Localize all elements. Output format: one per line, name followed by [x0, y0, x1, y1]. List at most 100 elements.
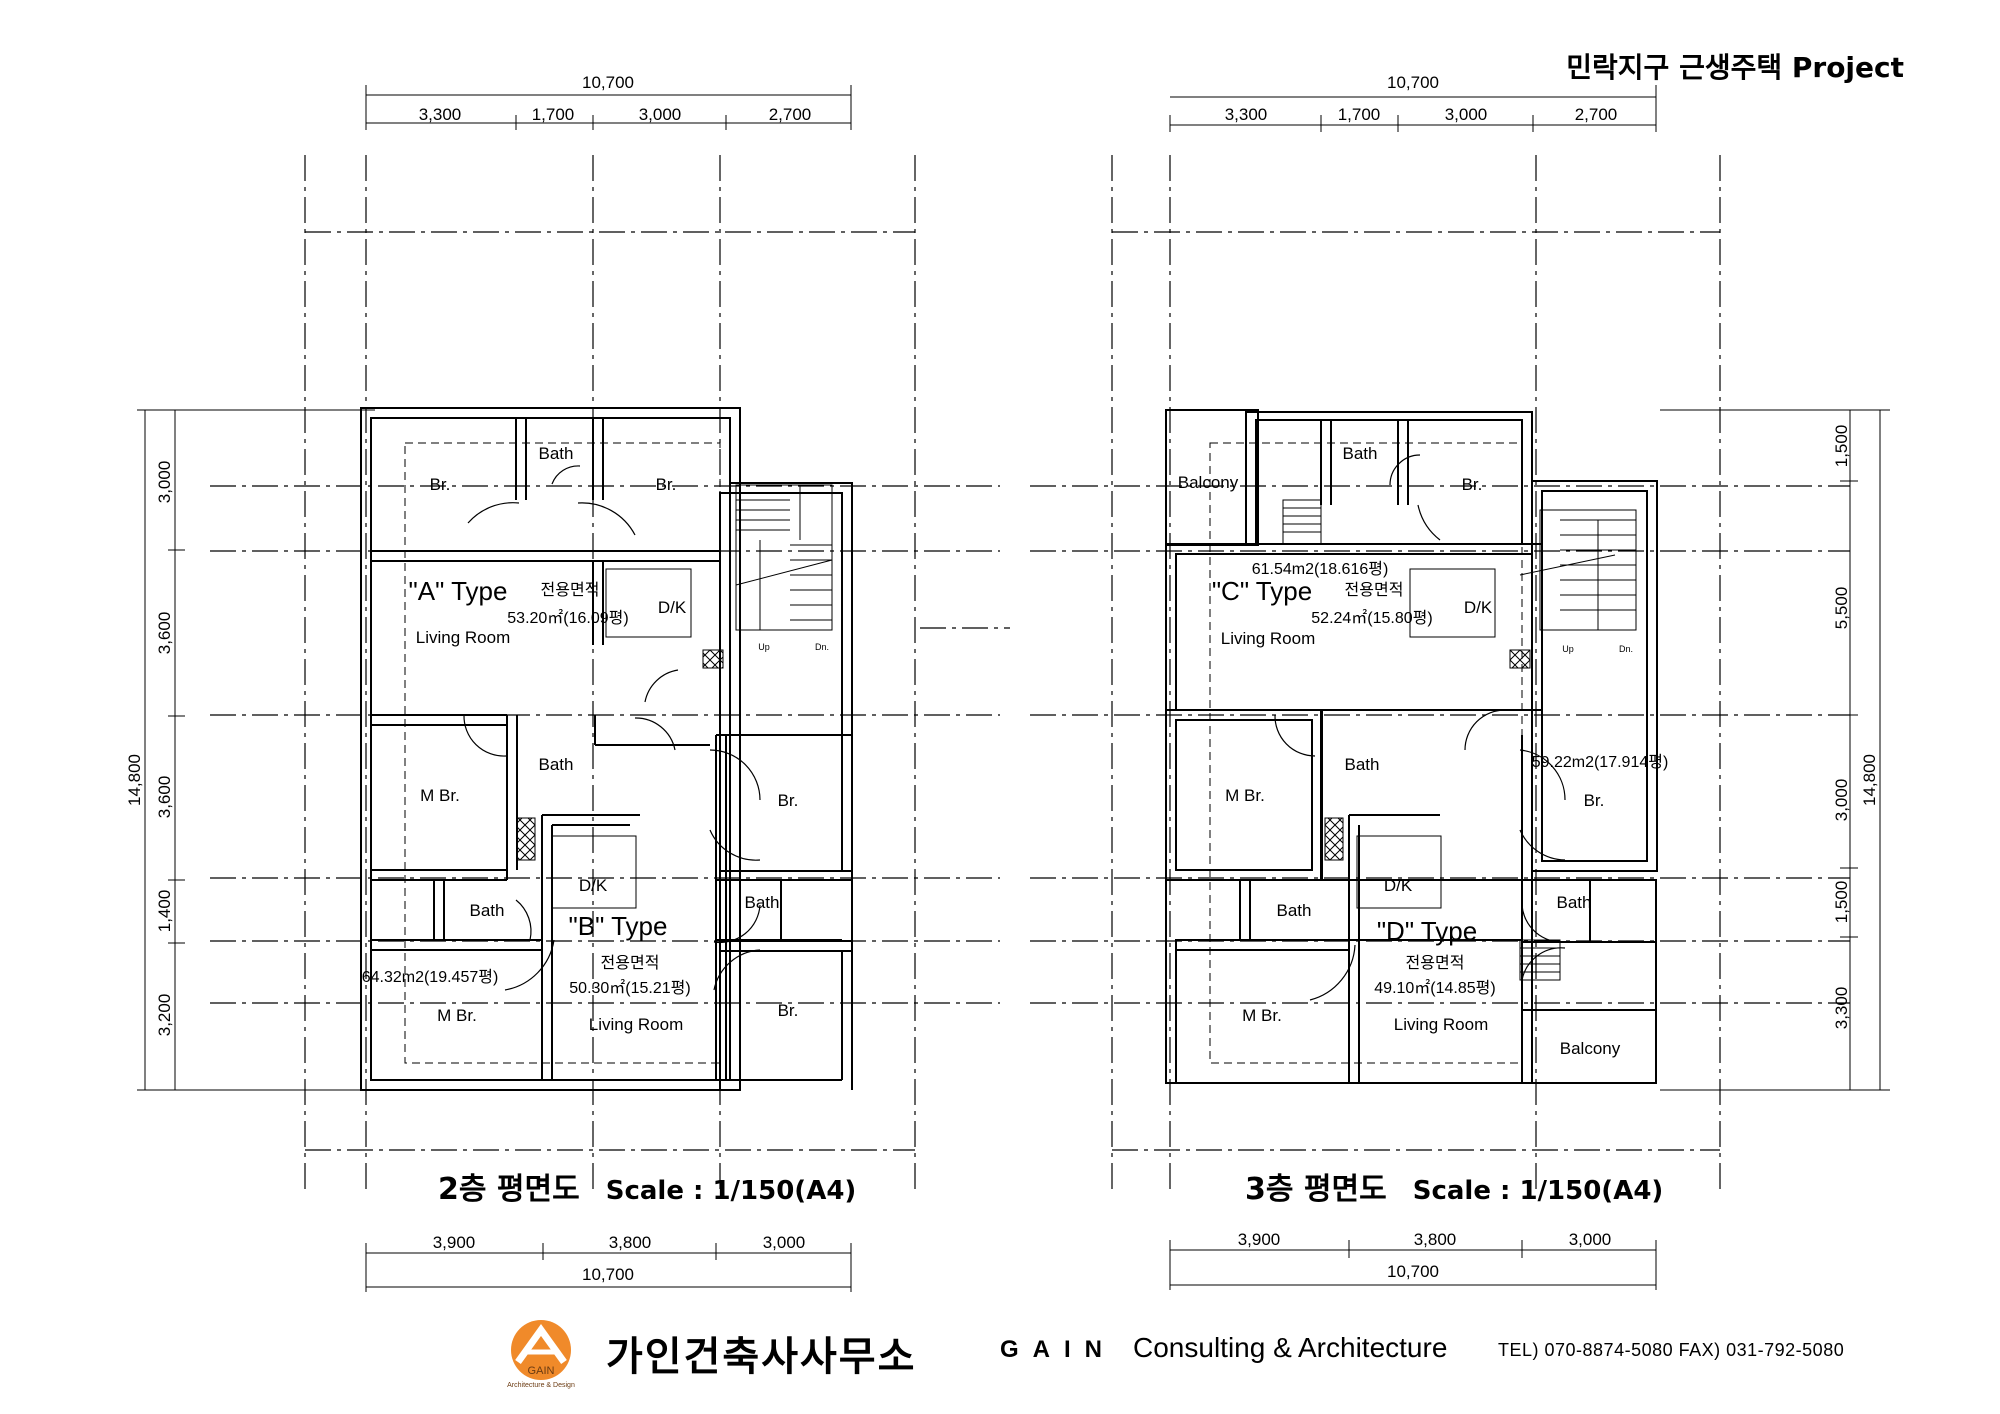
dashed-outline-3f	[1209, 442, 1523, 1064]
room-br-2-2f: Br.	[656, 475, 677, 494]
room-bath-4-3f: Bath	[1277, 901, 1312, 920]
dim-bottom-2f	[365, 1243, 852, 1292]
dim-bottom-1-2f: 3,900	[433, 1233, 476, 1252]
room-bath-4-2f: Bath	[470, 901, 505, 920]
dim-right-2-3f: 5,500	[1832, 587, 1851, 630]
dim-top-2f	[365, 85, 852, 130]
door-swings-2f	[463, 465, 761, 991]
area-label-a: 전용면적	[541, 581, 600, 599]
area-label-d: 전용면적	[1406, 954, 1465, 972]
dim-top-4-3f: 2,700	[1575, 105, 1618, 124]
dim-top-1-3f: 3,300	[1225, 105, 1268, 124]
dim-top-3-2f: 3,000	[639, 105, 682, 124]
room-mbr-2-2f: M Br.	[437, 1006, 477, 1025]
project-title: 민락지구 근생주택 Project	[1566, 51, 1904, 84]
dim-left-3-2f: 3,600	[155, 776, 174, 819]
area-value-d: 49.10㎡(14.85평)	[1374, 979, 1495, 997]
room-mbr-1-3f: M Br.	[1225, 786, 1265, 805]
side-area-2f: 64.32m2(19.457평)	[362, 968, 499, 986]
room-bath-2-2f: Bath	[539, 755, 574, 774]
area-value-c: 52.24㎡(15.80평)	[1311, 609, 1432, 627]
room-dk-2-3f: D/K	[1384, 876, 1413, 895]
room-br-4-2f: Br.	[778, 1001, 799, 1020]
type-label-b: "B" Type	[569, 911, 668, 941]
dim-top-2-2f: 1,700	[532, 105, 575, 124]
living-room-c: Living Room	[1221, 629, 1316, 648]
dim-bottom-1-3f: 3,900	[1238, 1230, 1281, 1249]
room-br-1-2f: Br.	[430, 475, 451, 494]
stair-up-2f: Up	[758, 642, 770, 652]
firm-name: 가인건축사사무소	[606, 1334, 917, 1380]
living-room-b: Living Room	[589, 1015, 684, 1034]
room-br-3-2f: Br.	[778, 791, 799, 810]
stair-dn-2f: Dn.	[815, 642, 829, 652]
dim-right-total-3f: 14,800	[1860, 754, 1879, 806]
area-label-c: 전용면적	[1345, 581, 1404, 599]
type-label-c: "C" Type	[1212, 576, 1312, 606]
floor-title-2f: 2층 평면도	[438, 1172, 580, 1207]
room-bath-3-2f: Bath	[745, 893, 780, 912]
contact-info: TEL) 070-8874-5080 FAX) 031-792-5080	[1498, 1340, 1845, 1360]
room-mbr-1-2f: M Br.	[420, 786, 460, 805]
tagline: Consulting & Architecture	[1133, 1332, 1448, 1363]
dim-right-3-3f: 3,000	[1832, 779, 1851, 822]
room-bath-2-3f: Bath	[1345, 755, 1380, 774]
scale-2f: Scale : 1/150(A4)	[605, 1176, 857, 1206]
logo-text: GAIN	[528, 1365, 555, 1377]
dim-left-5-2f: 3,200	[155, 994, 174, 1037]
room-dk-2-2f: D/K	[579, 876, 608, 895]
scale-3f: Scale : 1/150(A4)	[1412, 1176, 1664, 1206]
living-room-a: Living Room	[416, 628, 511, 647]
room-bath-3-3f: Bath	[1557, 893, 1592, 912]
room-bath-1-2f: Bath	[539, 444, 574, 463]
walls-2f	[360, 407, 853, 1091]
dim-left-2-2f: 3,600	[155, 612, 174, 655]
dim-bottom-total-2f: 10,700	[582, 1265, 634, 1284]
dim-bottom-total-3f: 10,700	[1387, 1262, 1439, 1281]
dim-left-1-2f: 3,000	[155, 461, 174, 504]
plan-3rd-floor	[1030, 85, 1890, 1290]
dim-bottom-3f	[1169, 1240, 1657, 1290]
stair-dn-3f: Dn.	[1619, 644, 1633, 654]
room-balcony-1-3f: Balcony	[1178, 473, 1239, 492]
plan-title-2f: 2층 평면도 Scale : 1/150(A4)	[438, 1164, 856, 1208]
brand-name: GAIN	[1000, 1336, 1116, 1363]
dim-top-4-2f: 2,700	[769, 105, 812, 124]
dim-bottom-3-3f: 3,000	[1569, 1230, 1612, 1249]
dim-top-3-3f: 3,000	[1445, 105, 1488, 124]
dim-top-1-2f: 3,300	[419, 105, 462, 124]
dim-bottom-3-2f: 3,000	[763, 1233, 806, 1252]
area-label-b: 전용면적	[601, 954, 660, 972]
stair-2f	[735, 484, 833, 631]
gain-logo: GAIN Architecture & Design	[507, 1320, 575, 1389]
dim-right-4-3f: 1,500	[1832, 881, 1851, 924]
dashed-outline-2f	[404, 442, 721, 1064]
grid-lines-3f	[1030, 155, 1850, 1190]
room-br-1-3f: Br.	[1462, 475, 1483, 494]
area-value-b: 50.30㎡(15.21평)	[569, 979, 690, 997]
dim-bottom-2-2f: 3,800	[609, 1233, 652, 1252]
logo-subtext: Architecture & Design	[507, 1382, 575, 1389]
room-dk-1-2f: D/K	[658, 598, 687, 617]
room-mbr-2-3f: M Br.	[1242, 1006, 1282, 1025]
living-room-d: Living Room	[1394, 1015, 1489, 1034]
plan-2nd-floor	[137, 85, 1010, 1292]
dim-top-total-3f: 10,700	[1387, 73, 1439, 92]
dim-top-3f	[1169, 85, 1657, 132]
type-label-a: "A" Type	[409, 576, 508, 606]
dim-right-5-3f: 3,300	[1832, 987, 1851, 1030]
gross-area-d-side: 59.22m2(17.914평)	[1532, 753, 1669, 771]
dim-left-2f	[137, 409, 375, 1091]
dim-top-total-2f: 10,700	[582, 73, 634, 92]
walls-3f	[1165, 409, 1658, 1084]
type-label-d: "D" Type	[1377, 916, 1477, 946]
dim-top-2-3f: 1,700	[1338, 105, 1381, 124]
stair-3f	[1282, 499, 1637, 981]
dim-bottom-2-3f: 3,800	[1414, 1230, 1457, 1249]
grid-lines-2f	[210, 155, 1010, 1190]
room-bath-1-3f: Bath	[1343, 444, 1378, 463]
door-swings-3f	[1274, 454, 1566, 1001]
room-dk-1-3f: D/K	[1464, 598, 1493, 617]
